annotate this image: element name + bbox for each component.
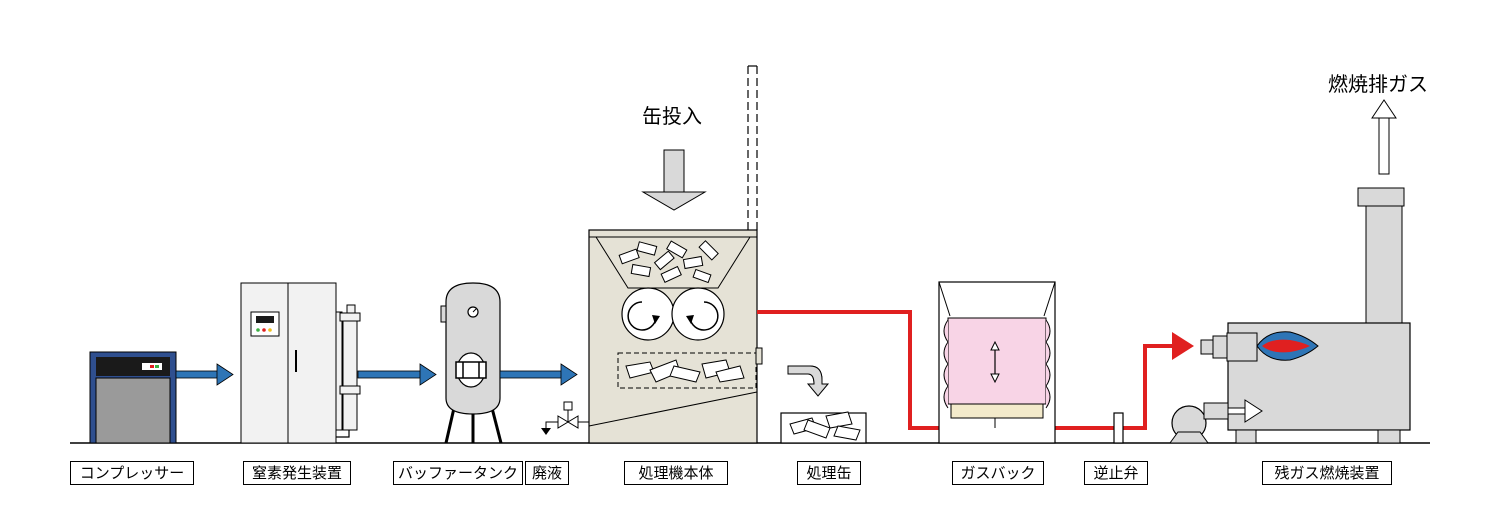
nitrogen-flow-arrow-1 <box>175 363 234 386</box>
check-valve-symbol <box>1113 412 1124 444</box>
nitrogen-flow-arrow-3 <box>499 363 578 386</box>
exhaust-arrow <box>1371 99 1397 175</box>
nitrogen-flow-arrow-2 <box>357 363 437 386</box>
label-waste-liquid: 廃液 <box>525 461 569 485</box>
nitrogen-generator-unit <box>240 282 361 444</box>
label-buffer-tank: バッファータンク <box>393 461 523 485</box>
label-compressor: コンプレッサー <box>70 461 194 485</box>
residual-gas-burner-unit <box>1169 187 1411 444</box>
label-check-valve: 逆止弁 <box>1084 461 1148 485</box>
processed-cans-unit <box>780 365 867 444</box>
can-input-annotation: 缶投入 <box>642 104 702 128</box>
gas-bag-unit <box>938 281 1056 444</box>
label-processor-body: 処理機本体 <box>624 461 728 485</box>
processor-vent-stack <box>747 65 758 230</box>
can-input-arrow <box>641 149 707 211</box>
label-residual-gas-burner: 残ガス燃焼装置 <box>1262 461 1392 485</box>
waste-liquid-valve <box>541 401 590 435</box>
label-nitrogen-generator: 窒素発生装置 <box>243 461 351 485</box>
label-processed-cans: 処理缶 <box>797 461 861 485</box>
compressor-unit <box>89 351 177 444</box>
label-gas-bag: ガスバック <box>952 461 1044 485</box>
processor-body-unit <box>588 229 763 444</box>
gas-flow-arrowhead <box>1172 332 1194 360</box>
buffer-tank-unit <box>440 282 503 444</box>
combustion-exhaust-annotation: 燃焼排ガス <box>1328 72 1428 96</box>
